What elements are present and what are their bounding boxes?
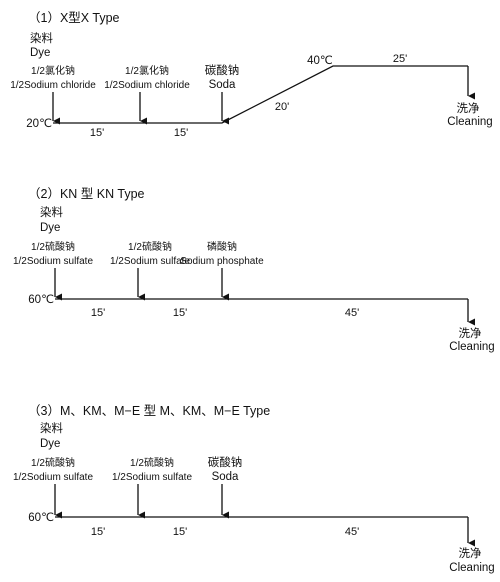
- addition-1-cn: 1/2硫酸钠: [31, 456, 75, 469]
- temperature-profile-line: [53, 65, 468, 124]
- dye-label-cn: 染料: [30, 31, 53, 45]
- addition-3-cn: 碳酸钠: [208, 455, 243, 469]
- time-label-1: 15': [90, 127, 104, 139]
- addition-1-en: 1/2Sodium sulfate: [13, 256, 93, 267]
- section-title: （1）X型X Type: [28, 11, 120, 25]
- cleaning-label-cn: 洗净: [457, 101, 480, 115]
- time-label-1: 15': [91, 307, 105, 319]
- section-kn-type: （2）KN 型 KN Type 染料 Dye 1/2硫酸钠 1/2Sodium …: [13, 187, 495, 353]
- dye-label-en: Dye: [40, 222, 60, 234]
- dye-label-en: Dye: [40, 438, 60, 450]
- cleaning-label-en: Cleaning: [449, 562, 494, 574]
- time-label-4: 25': [393, 53, 407, 65]
- time-label-2: 15': [173, 526, 187, 538]
- addition-1-en: 1/2Sodium chloride: [10, 80, 96, 91]
- section-title: （3）M、KM、M−E 型 M、KM、M−E Type: [28, 404, 270, 418]
- cleaning-label-en: Cleaning: [447, 116, 492, 128]
- addition-3-cn: 磷酸钠: [207, 240, 237, 253]
- addition-3-en: Soda: [209, 79, 236, 91]
- section-m-km-me-type: （3）M、KM、M−E 型 M、KM、M−E Type 染料 Dye 1/2硫酸…: [13, 404, 495, 574]
- time-label-3: 20': [275, 101, 289, 113]
- cleaning-label-cn: 洗净: [459, 546, 482, 560]
- section-x-type: （1）X型X Type 染料 Dye 1/2氯化钠 1/2Sodium chlo…: [10, 11, 493, 139]
- cleaning-label-en: Cleaning: [449, 341, 494, 353]
- time-label-3: 45': [345, 307, 359, 319]
- addition-1-cn: 1/2硫酸钠: [31, 240, 75, 253]
- addition-2-cn: 1/2氯化钠: [125, 64, 169, 77]
- start-temperature: 60℃: [28, 512, 54, 524]
- addition-3-en: Soda: [212, 471, 239, 483]
- start-temperature: 60℃: [28, 294, 54, 306]
- peak-temperature: 40℃: [307, 55, 333, 67]
- dye-label-en: Dye: [30, 47, 50, 59]
- section-title: （2）KN 型 KN Type: [28, 187, 145, 201]
- addition-2-en: 1/2Sodium sulfate: [112, 472, 192, 483]
- dye-label-cn: 染料: [40, 421, 63, 435]
- addition-2-en: 1/2Sodium chloride: [104, 80, 190, 91]
- addition-3-en: Sodium phosphate: [180, 256, 264, 267]
- time-label-3: 45': [345, 526, 359, 538]
- addition-2-cn: 1/2硫酸钠: [128, 240, 172, 253]
- addition-2-en: 1/2Sodium sulfate: [110, 256, 190, 267]
- addition-3-cn: 碳酸钠: [205, 63, 240, 77]
- time-label-2: 15': [173, 307, 187, 319]
- dye-label-cn: 染料: [40, 205, 63, 219]
- start-temperature: 20℃: [26, 118, 52, 130]
- time-label-1: 15': [91, 526, 105, 538]
- addition-1-cn: 1/2氯化钠: [31, 64, 75, 77]
- addition-2-cn: 1/2硫酸钠: [130, 456, 174, 469]
- addition-1-en: 1/2Sodium sulfate: [13, 472, 93, 483]
- time-label-2: 15': [174, 127, 188, 139]
- cleaning-label-cn: 洗净: [459, 326, 482, 340]
